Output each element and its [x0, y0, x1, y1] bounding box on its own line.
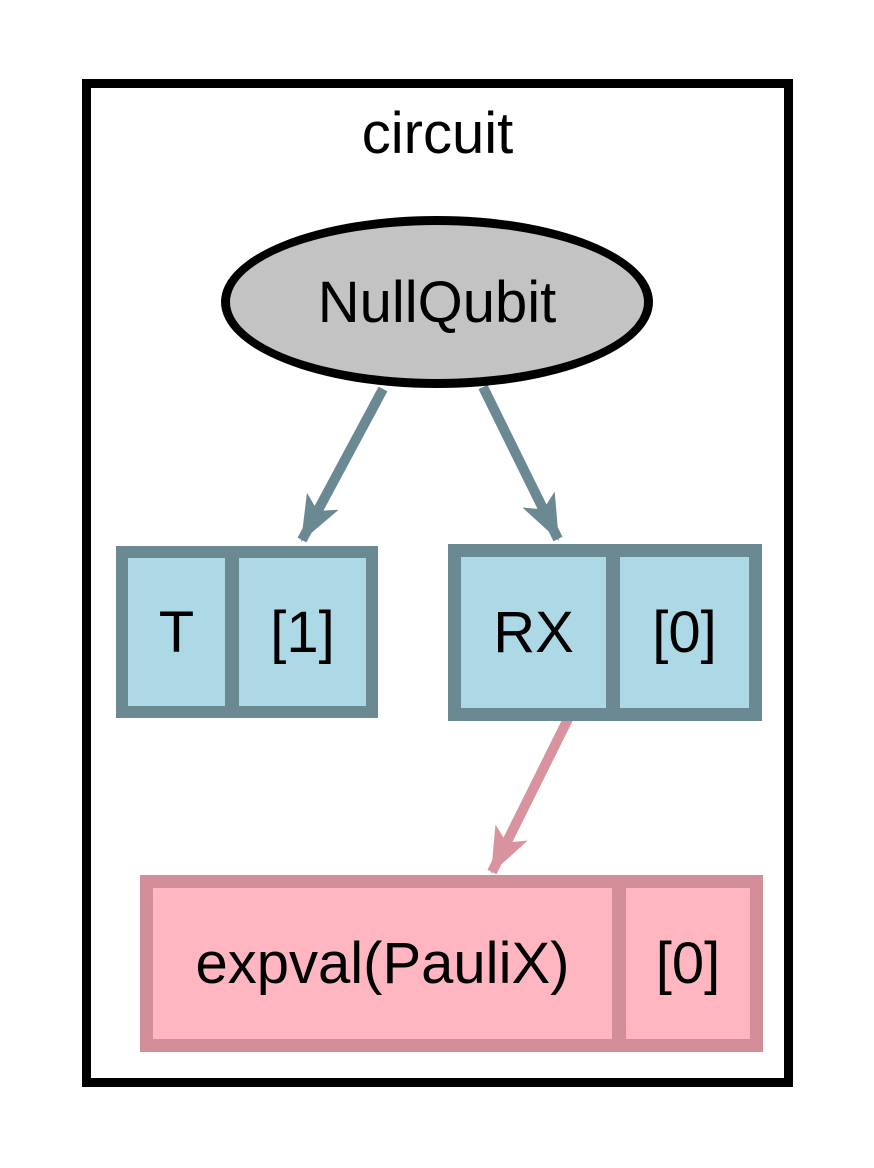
op-wires-cell: [0]: [620, 557, 749, 708]
measurement-node-expval: expval(PauliX) [0]: [140, 875, 763, 1052]
circuit-cluster-title: circuit: [361, 101, 514, 166]
measurement-name-cell: expval(PauliX): [153, 888, 612, 1039]
op-name-cell: RX: [461, 557, 606, 708]
measurement-wires-cell: [0]: [626, 888, 750, 1039]
op-node-rx: RX [0]: [448, 544, 762, 721]
op-wires-cell: [1]: [239, 558, 366, 706]
device-node-label: NullQubit: [317, 269, 557, 335]
op-node-t: T [1]: [116, 546, 378, 718]
op-name-cell: T: [128, 558, 225, 706]
device-node: NullQubit: [221, 216, 653, 388]
